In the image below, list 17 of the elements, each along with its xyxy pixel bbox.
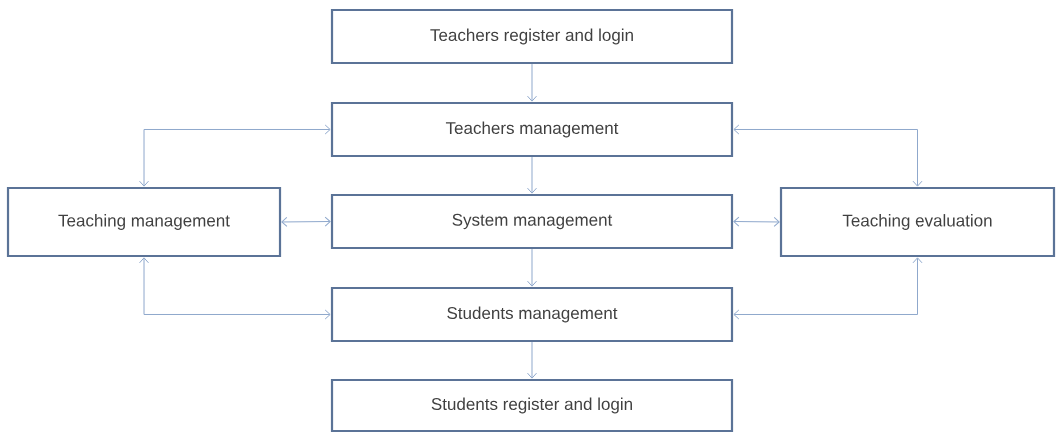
process-box: Teaching evaluation <box>779 186 1056 258</box>
process-box: System management <box>330 193 734 250</box>
process-box: Students management <box>330 286 734 343</box>
process-box: Teachers management <box>330 101 734 158</box>
arrow <box>139 124 331 187</box>
process-box: Students register and login <box>330 378 734 433</box>
arrow <box>527 156 537 194</box>
arrow <box>527 63 537 102</box>
arrow <box>281 216 331 227</box>
arrow <box>139 257 331 320</box>
arrow <box>733 124 923 187</box>
arrow <box>733 257 923 320</box>
arrow <box>527 341 537 379</box>
arrow <box>527 248 537 287</box>
process-box: Teaching management <box>6 186 282 258</box>
arrow <box>733 216 780 227</box>
process-box: Teachers register and login <box>330 8 734 65</box>
